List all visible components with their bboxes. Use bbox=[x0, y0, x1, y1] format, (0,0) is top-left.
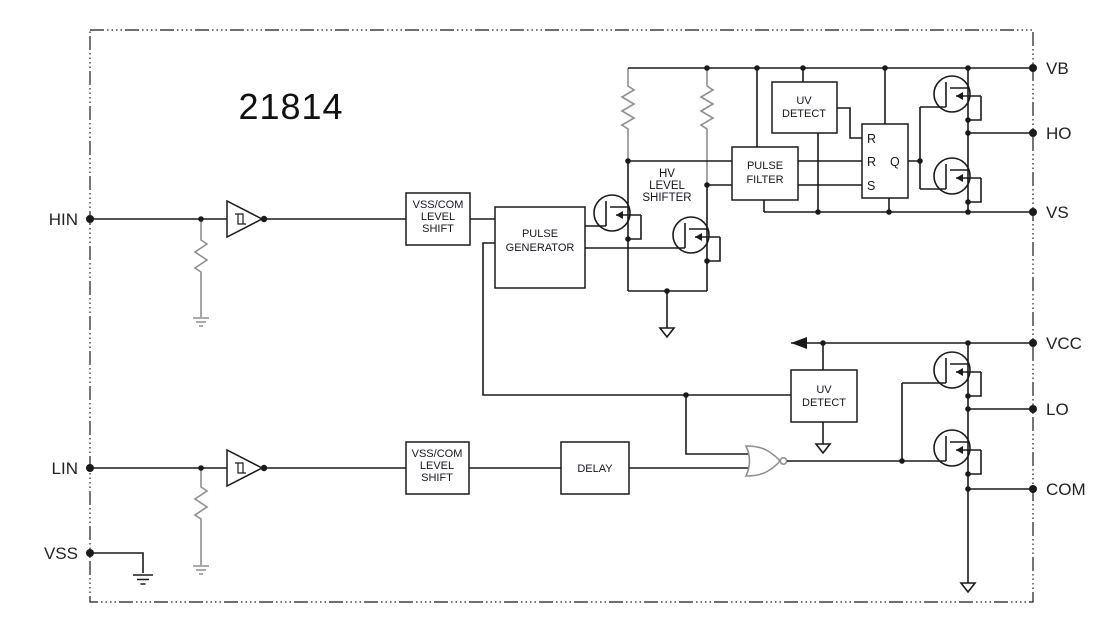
hv-level-shifter-stage: HV LEVEL SHIFTER bbox=[593, 161, 721, 338]
lin-input-stage: LIN bbox=[52, 449, 750, 575]
uv-detect-low-block: UV DETECT bbox=[790, 343, 858, 454]
pin-label-vss: VSS bbox=[44, 544, 78, 563]
level-shift-low-block: VSS/COM LEVEL SHIFT bbox=[405, 441, 470, 495]
ho-pin bbox=[1029, 129, 1037, 137]
part-number: 21814 bbox=[238, 86, 343, 127]
pulse-filter-block: PULSE FILTER bbox=[731, 146, 862, 212]
nor-gate bbox=[744, 445, 902, 477]
delay-block: DELAY bbox=[560, 441, 630, 495]
high-side-pmos bbox=[933, 75, 982, 124]
low-side-output-stage: LO COM bbox=[899, 343, 1086, 593]
svg-text:LEVEL: LEVEL bbox=[421, 211, 455, 223]
svg-text:VSS/COM: VSS/COM bbox=[412, 448, 463, 460]
level-shift-mosfet-2 bbox=[672, 216, 721, 265]
pin-label-vs: VS bbox=[1046, 203, 1069, 222]
level-shifter-node-lines bbox=[628, 160, 732, 186]
level-shift-mosfet-1 bbox=[593, 194, 642, 243]
pin-label-hin: HIN bbox=[49, 210, 78, 229]
svg-text:R: R bbox=[867, 155, 876, 169]
vs-pin bbox=[1029, 208, 1037, 216]
pin-label-ho: HO bbox=[1046, 124, 1072, 143]
lin-pin bbox=[86, 464, 94, 472]
vb-rail: VB bbox=[628, 59, 1069, 147]
pulse-generator-routing bbox=[482, 225, 791, 455]
bootstrap-resistors bbox=[620, 68, 715, 185]
lo-pin bbox=[1029, 405, 1037, 413]
svg-text:DETECT: DETECT bbox=[802, 397, 846, 409]
hin-input-stage: HIN bbox=[49, 200, 495, 327]
vss-pin bbox=[86, 549, 94, 557]
com-pin bbox=[1029, 485, 1037, 493]
low-side-pmos bbox=[933, 351, 982, 400]
svg-text:FILTER: FILTER bbox=[746, 174, 783, 186]
vss-pin-stage: VSS bbox=[44, 544, 154, 585]
svg-text:GENERATOR: GENERATOR bbox=[506, 242, 575, 254]
vcc-pin bbox=[1029, 339, 1037, 347]
high-side-nmos bbox=[933, 157, 982, 206]
low-side-nmos bbox=[933, 429, 982, 478]
nor-gate-icon bbox=[744, 445, 782, 477]
svg-text:DETECT: DETECT bbox=[782, 108, 826, 120]
svg-text:UV: UV bbox=[796, 95, 812, 107]
pin-label-vcc: VCC bbox=[1046, 334, 1082, 353]
uv-detect-high-block: UV DETECT bbox=[771, 81, 862, 212]
vs-rail: VS bbox=[764, 203, 1069, 222]
svg-text:Q: Q bbox=[890, 155, 900, 169]
svg-text:SHIFT: SHIFT bbox=[422, 223, 454, 235]
svg-text:SHIFTER: SHIFTER bbox=[642, 192, 691, 204]
pin-label-lo: LO bbox=[1046, 400, 1069, 419]
svg-text:PULSE: PULSE bbox=[522, 228, 558, 240]
svg-text:HV: HV bbox=[659, 168, 675, 180]
pin-label-vb: VB bbox=[1046, 59, 1069, 78]
svg-text:LEVEL: LEVEL bbox=[649, 180, 685, 192]
svg-text:SHIFT: SHIFT bbox=[421, 472, 453, 484]
hin-pulldown-resistor bbox=[193, 219, 209, 317]
vcc-rail: VCC bbox=[791, 334, 1082, 353]
resistor-right bbox=[699, 68, 715, 185]
resistor-left bbox=[620, 68, 636, 161]
pin-label-lin: LIN bbox=[52, 459, 78, 478]
pin-label-com: COM bbox=[1046, 480, 1086, 499]
svg-text:UV: UV bbox=[816, 384, 832, 396]
svg-text:DELAY: DELAY bbox=[577, 463, 613, 475]
svg-text:LEVEL: LEVEL bbox=[420, 460, 454, 472]
svg-text:VSS/COM: VSS/COM bbox=[413, 199, 464, 211]
hin-pin bbox=[86, 215, 94, 223]
high-side-output-stage: HO bbox=[917, 68, 1072, 212]
svg-text:S: S bbox=[867, 179, 875, 193]
lin-pulldown-resistor bbox=[193, 468, 209, 565]
ic-boundary bbox=[89, 29, 1034, 603]
level-shift-high-block: VSS/COM LEVEL SHIFT bbox=[405, 192, 471, 246]
svg-text:R: R bbox=[867, 132, 876, 146]
vcc-arrow-icon bbox=[791, 337, 807, 349]
pulse-generator-block: PULSE GENERATOR bbox=[494, 206, 586, 289]
rs-latch-block: R R S Q bbox=[861, 123, 920, 212]
vb-pin bbox=[1029, 64, 1037, 72]
svg-text:PULSE: PULSE bbox=[747, 160, 783, 172]
